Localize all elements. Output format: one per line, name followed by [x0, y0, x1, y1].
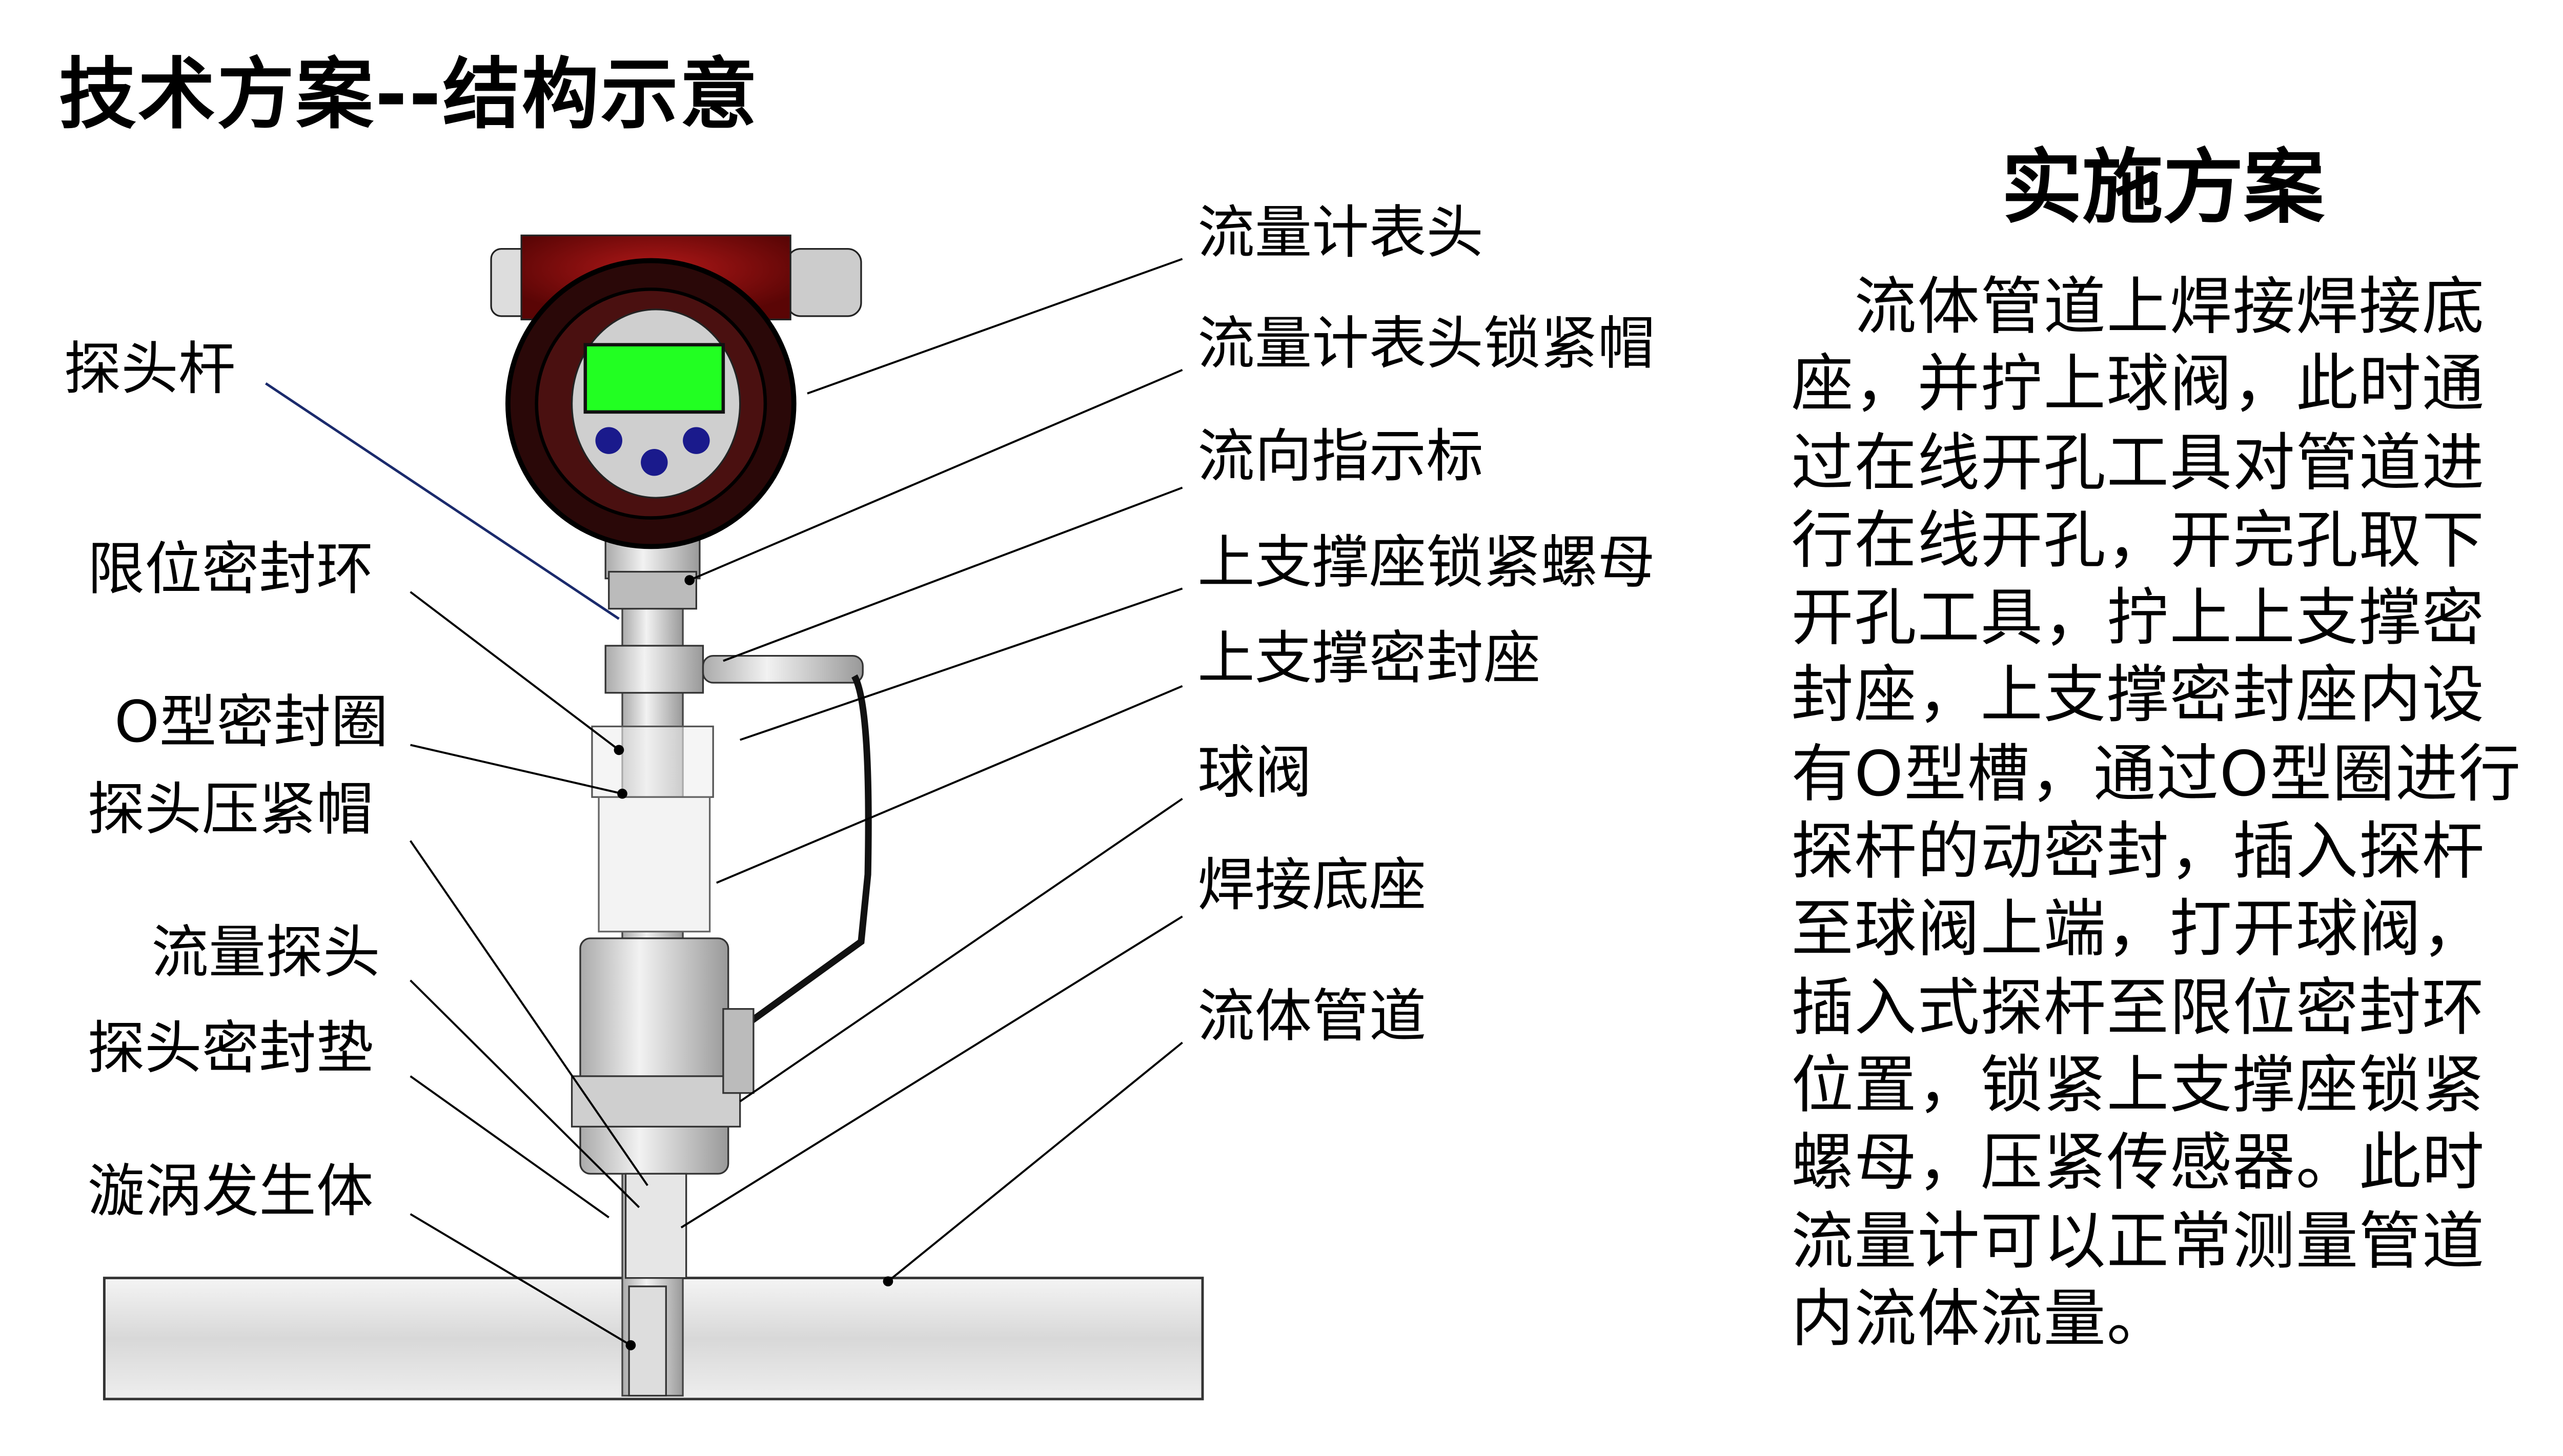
- label-flow-probe: 流量探头: [151, 919, 380, 988]
- drawing-part: [689, 369, 1183, 581]
- drawing-part: [598, 796, 711, 933]
- text-line: 有O型槽，通过O型圈进行: [1791, 737, 2522, 810]
- label-probe-rod: 探头杆: [64, 336, 236, 404]
- drawing-part: [786, 248, 862, 317]
- implementation-text: 流体管道上焊接焊接底 座，并拧上球阀，此时通 过在线开孔工具对管道进 行在线开孔…: [1791, 269, 2563, 1359]
- drawing-part: [680, 915, 1183, 1228]
- text-line: 流体管道上焊接焊接底: [1791, 271, 2485, 343]
- meter-button: [683, 427, 710, 454]
- meter-button: [595, 427, 623, 454]
- label-limit-seal-ring: 限位密封环: [87, 536, 374, 604]
- vortex-generator: [628, 1285, 667, 1397]
- label-flow-direction-indicator: 流向指示标: [1197, 423, 1483, 491]
- drawing-part: [716, 685, 1183, 884]
- text-line: 过在线开孔工具对管道进: [1791, 426, 2485, 499]
- page-title: 技术方案--结构示意: [58, 49, 759, 140]
- meter-button: [641, 449, 668, 476]
- drawing-part: [887, 1041, 1183, 1282]
- drawing-part: [723, 486, 1183, 662]
- text-line: 座，并拧上球阀，此时通: [1791, 348, 2485, 421]
- drawing-part: [739, 797, 1183, 1102]
- label-meter-head: 流量计表头: [1197, 200, 1483, 268]
- drawing-part: [738, 674, 872, 1032]
- drawing-part: [410, 1213, 632, 1346]
- label-ball-valve: 球阀: [1197, 740, 1312, 807]
- drawing-part: [807, 258, 1183, 395]
- label-upper-support-lock-nut: 上支撑座锁紧螺母: [1197, 529, 1655, 597]
- lcd-display: [583, 343, 725, 414]
- label-fluid-pipe: 流体管道: [1197, 983, 1427, 1051]
- drawing-part: [571, 1075, 741, 1127]
- drawing-part: [614, 745, 624, 755]
- drawing-part: [883, 1276, 893, 1287]
- label-o-ring: O型密封圈: [114, 689, 389, 757]
- label-vortex-generator: 漩涡发生体: [87, 1158, 374, 1226]
- text-line: 插入式探杆至限位密封环: [1791, 971, 2485, 1044]
- ball-valve: [579, 937, 729, 1175]
- drawing-part: [702, 654, 864, 684]
- drawing-part: [722, 1008, 755, 1094]
- welding-base: [624, 1173, 687, 1279]
- implementation-title: 实施方案: [2001, 141, 2325, 236]
- drawing-part: [614, 575, 893, 1350]
- text-line: 至球阀上端，打开球阀，: [1791, 893, 2485, 966]
- meter-head-lock-cap: [608, 570, 698, 610]
- drawing-part: [617, 788, 627, 799]
- drawing-part: [740, 587, 1183, 741]
- drawing-part: [410, 979, 640, 1208]
- label-upper-support-seal-seat: 上支撑密封座: [1197, 625, 1541, 693]
- label-probe-compression-cap: 探头压紧帽: [87, 776, 374, 845]
- text-line: 探杆的动密封，插入探杆: [1791, 815, 2485, 888]
- upper-support-seal-seat: [591, 725, 714, 798]
- text-line: 封座，上支撑密封座内设: [1791, 660, 2485, 732]
- text-line: 流量计可以正常测量管道: [1791, 1205, 2485, 1278]
- text-line: 内流体流量。: [1791, 1283, 2170, 1356]
- drawing-part: [684, 575, 695, 585]
- leader-lines: [409, 258, 1183, 1346]
- drawing-part: [265, 382, 620, 620]
- label-probe-gasket: 探头密封垫: [87, 1015, 374, 1083]
- text-line: 行在线开孔，开完孔取下: [1791, 504, 2485, 577]
- text-line: 位置，锁紧上支撑座锁紧: [1791, 1049, 2485, 1122]
- label-meter-head-lock-cap: 流量计表头锁紧帽: [1197, 311, 1655, 379]
- drawing-part: [625, 1340, 636, 1350]
- text-line: 开孔工具，拧上上支撑密: [1791, 582, 2485, 654]
- upper-support-lock-nut: [604, 645, 704, 694]
- drawing-part: [410, 591, 620, 751]
- label-welding-base: 焊接底座: [1197, 852, 1427, 920]
- text-line: 螺母，压紧传感器。此时: [1791, 1127, 2485, 1200]
- drawing-part: [410, 1075, 609, 1219]
- drawing-part: [409, 840, 648, 1186]
- drawing-part: [410, 744, 623, 795]
